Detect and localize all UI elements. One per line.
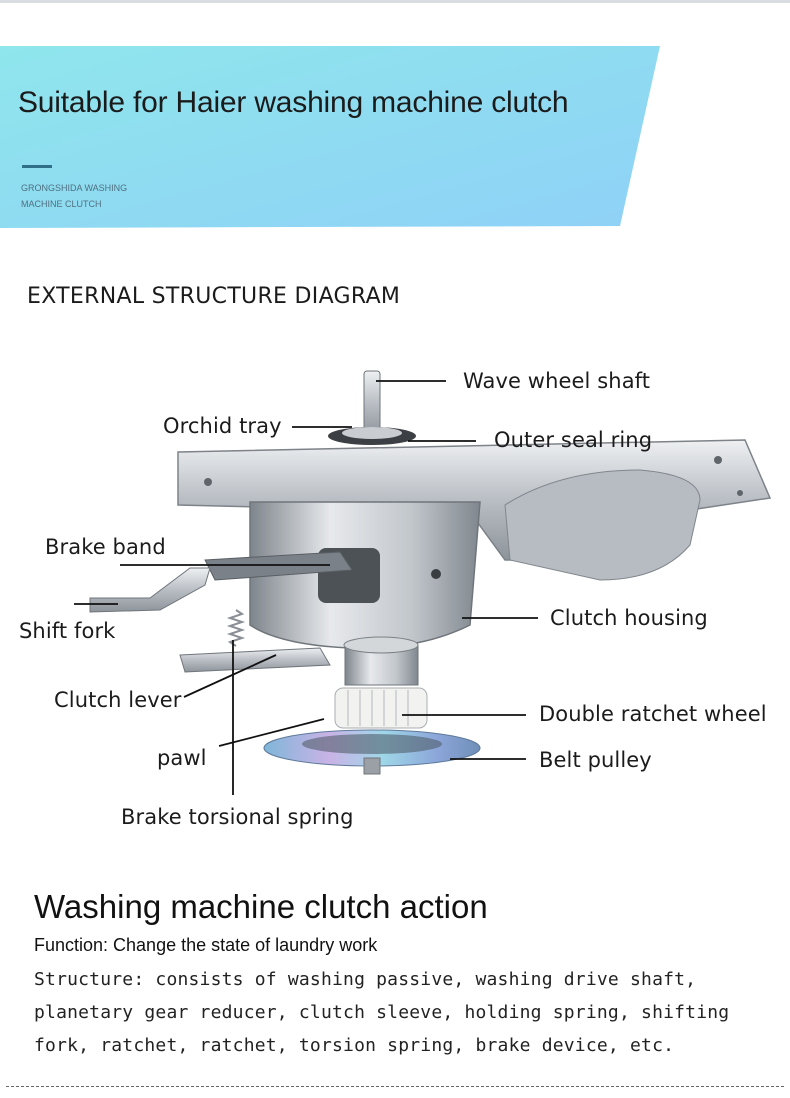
label-clutch-lever: Clutch lever (54, 688, 182, 712)
function-description: Function: Change the state of laundry wo… (34, 935, 378, 955)
section-heading: EXTERNAL STRUCTURE DIAGRAM (27, 284, 401, 309)
plate-hole (714, 456, 722, 464)
ratchet-wheel (334, 687, 428, 729)
shift-fork-arm (89, 567, 211, 613)
top-divider (0, 0, 790, 3)
structure-description: Structure: consists of washing passive, … (34, 969, 730, 1056)
banner-title: Suitable for Haier washing machine clutc… (18, 86, 569, 119)
plate-recess (504, 469, 701, 581)
banner-shape (0, 46, 660, 228)
structure-diagram: Wave wheel shaft Orchid tray Outer seal … (0, 330, 790, 850)
seal-inner (342, 427, 402, 439)
leader-lines (74, 380, 538, 795)
label-orchid-tray: Orchid tray (163, 414, 282, 438)
hub-top (343, 636, 419, 654)
plate-hole (737, 490, 743, 496)
pulley-nut (363, 757, 381, 775)
label-pawl: pawl (157, 746, 207, 770)
clutch-illustration (74, 370, 772, 795)
bottom-dashed-divider (6, 1086, 784, 1087)
label-outer-seal-ring: Outer seal ring (494, 428, 653, 452)
action-title: Washing machine clutch action (34, 888, 488, 925)
leader-pawl (218, 718, 325, 747)
label-brake-band: Brake band (45, 535, 166, 559)
label-clutch-housing: Clutch housing (550, 606, 708, 630)
banner-accent-dash (22, 165, 52, 168)
torsion-spring (226, 609, 246, 647)
label-brake-torsional-spring: Brake torsional spring (121, 805, 354, 829)
label-shift-fork: Shift fork (19, 619, 116, 643)
label-double-ratchet-wheel: Double ratchet wheel (539, 702, 767, 726)
pulley-groove (302, 734, 442, 754)
header-banner: Suitable for Haier washing machine clutc… (0, 0, 790, 240)
plate-hole (204, 478, 212, 486)
banner-background (0, 46, 660, 228)
banner-subtitle: GRONGSHIDA WASHING MACHINE CLUTCH (21, 183, 128, 209)
label-belt-pulley: Belt pulley (539, 748, 652, 772)
housing-hole (431, 569, 441, 579)
brake-band-arm (204, 551, 353, 581)
leader-clutch-lever (183, 654, 277, 698)
label-wave-wheel-shaft: Wave wheel shaft (463, 369, 651, 393)
clutch-lever-bar (179, 647, 331, 673)
ratchet-teeth (347, 690, 409, 726)
